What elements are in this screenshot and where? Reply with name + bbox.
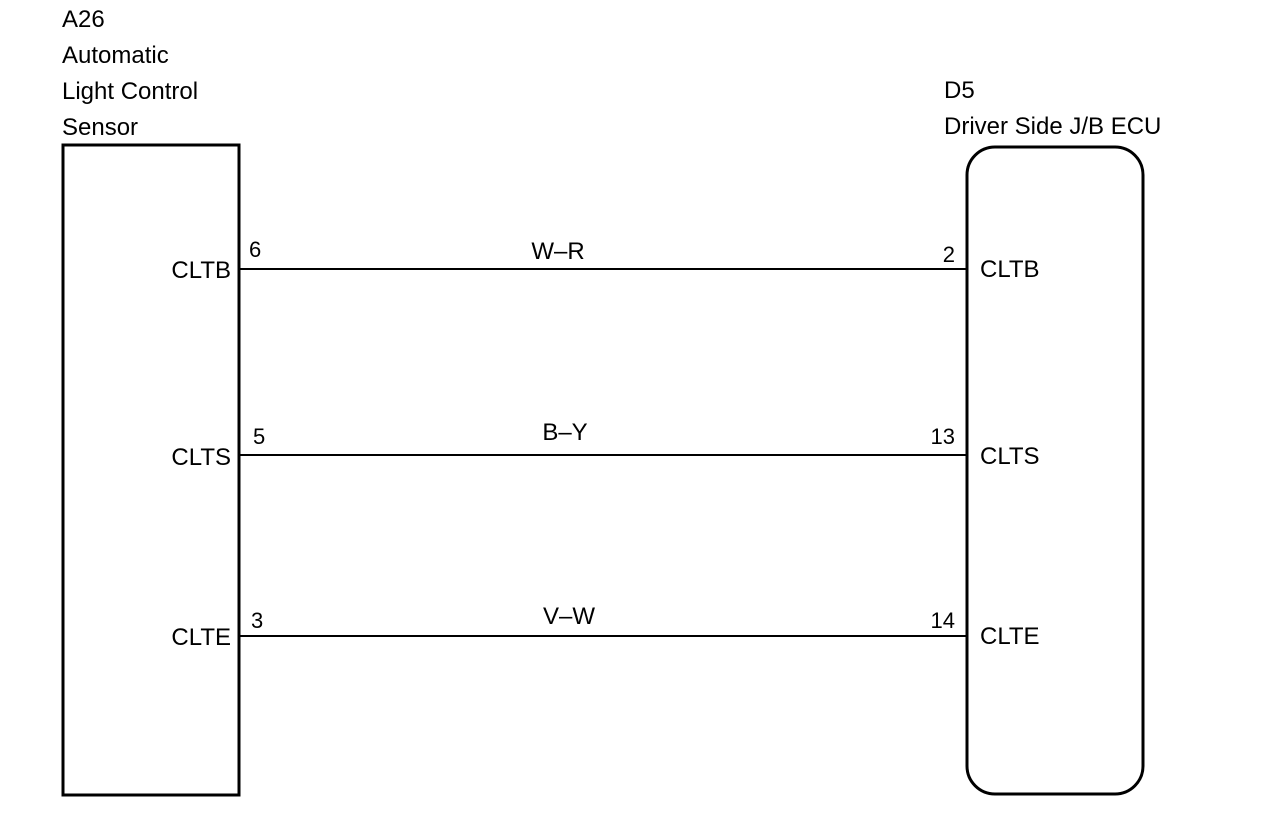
- left-component-code: A26: [62, 6, 105, 33]
- right-component-box: [965, 145, 1145, 796]
- left-pin-label: CLTS: [171, 444, 231, 471]
- right-pin-number: 2: [943, 242, 955, 267]
- right-component-title: D5 Driver Side J/B ECU: [944, 77, 1161, 140]
- left-pin-number: 6: [249, 237, 261, 262]
- left-component-name-line-3: Sensor: [62, 114, 138, 141]
- wire-color-label: B–Y: [542, 419, 587, 446]
- right-component-name-line-1: Driver Side J/B ECU: [944, 113, 1161, 140]
- right-pin-number: 13: [931, 424, 955, 449]
- wire-3: CLTE 3 V–W 14 CLTE: [171, 603, 1039, 651]
- wire-color-label: V–W: [543, 603, 595, 630]
- left-pin-number: 5: [253, 424, 265, 449]
- left-component-title: A26 Automatic Light Control Sensor: [62, 6, 198, 141]
- left-pin-label: CLTB: [171, 257, 231, 284]
- right-pin-number: 14: [931, 608, 955, 633]
- left-component-name-line-2: Light Control: [62, 78, 198, 105]
- left-component-box: [61, 143, 241, 797]
- right-pin-label: CLTS: [980, 443, 1040, 470]
- right-pin-label: CLTB: [980, 256, 1040, 283]
- wire-color-label: W–R: [531, 238, 584, 265]
- left-component-name-line-1: Automatic: [62, 42, 169, 69]
- left-pin-number: 3: [251, 608, 263, 633]
- right-pin-label: CLTE: [980, 623, 1040, 650]
- wire-1: CLTB 6 W–R 2 CLTB: [171, 237, 1039, 284]
- wire-2: CLTS 5 B–Y 13 CLTS: [171, 419, 1039, 471]
- right-component-code: D5: [944, 77, 975, 104]
- left-pin-label: CLTE: [171, 624, 231, 651]
